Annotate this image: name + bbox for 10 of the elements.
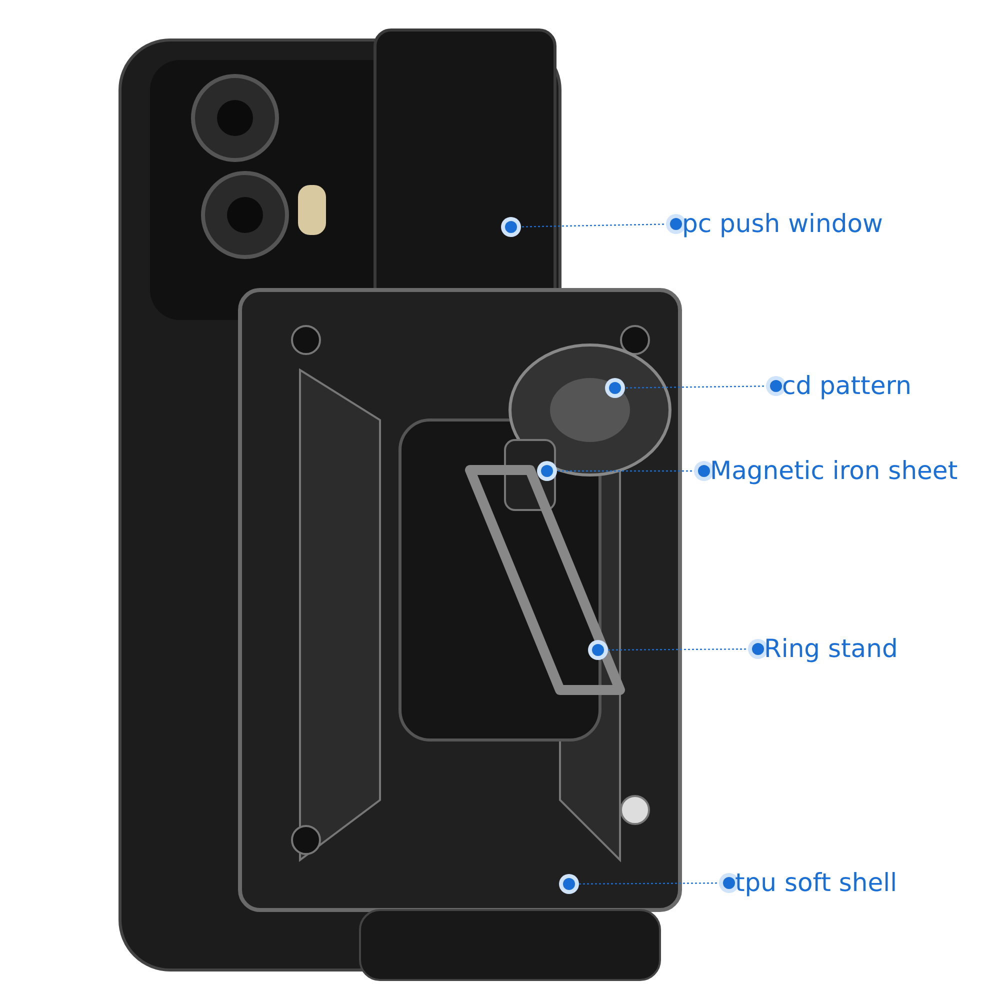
callout-label: Magnetic iron sheet — [708, 456, 960, 486]
callout-label: tpu soft shell — [733, 868, 900, 898]
leader-line — [588, 639, 768, 660]
callout-label: cd pattern — [780, 371, 914, 401]
callout-label: pc push window — [680, 209, 885, 239]
callout-label: Ring stand — [762, 634, 900, 664]
leader-line — [501, 214, 686, 237]
leader-line — [537, 461, 714, 481]
leader-line — [559, 873, 739, 894]
leader-line — [605, 376, 786, 398]
